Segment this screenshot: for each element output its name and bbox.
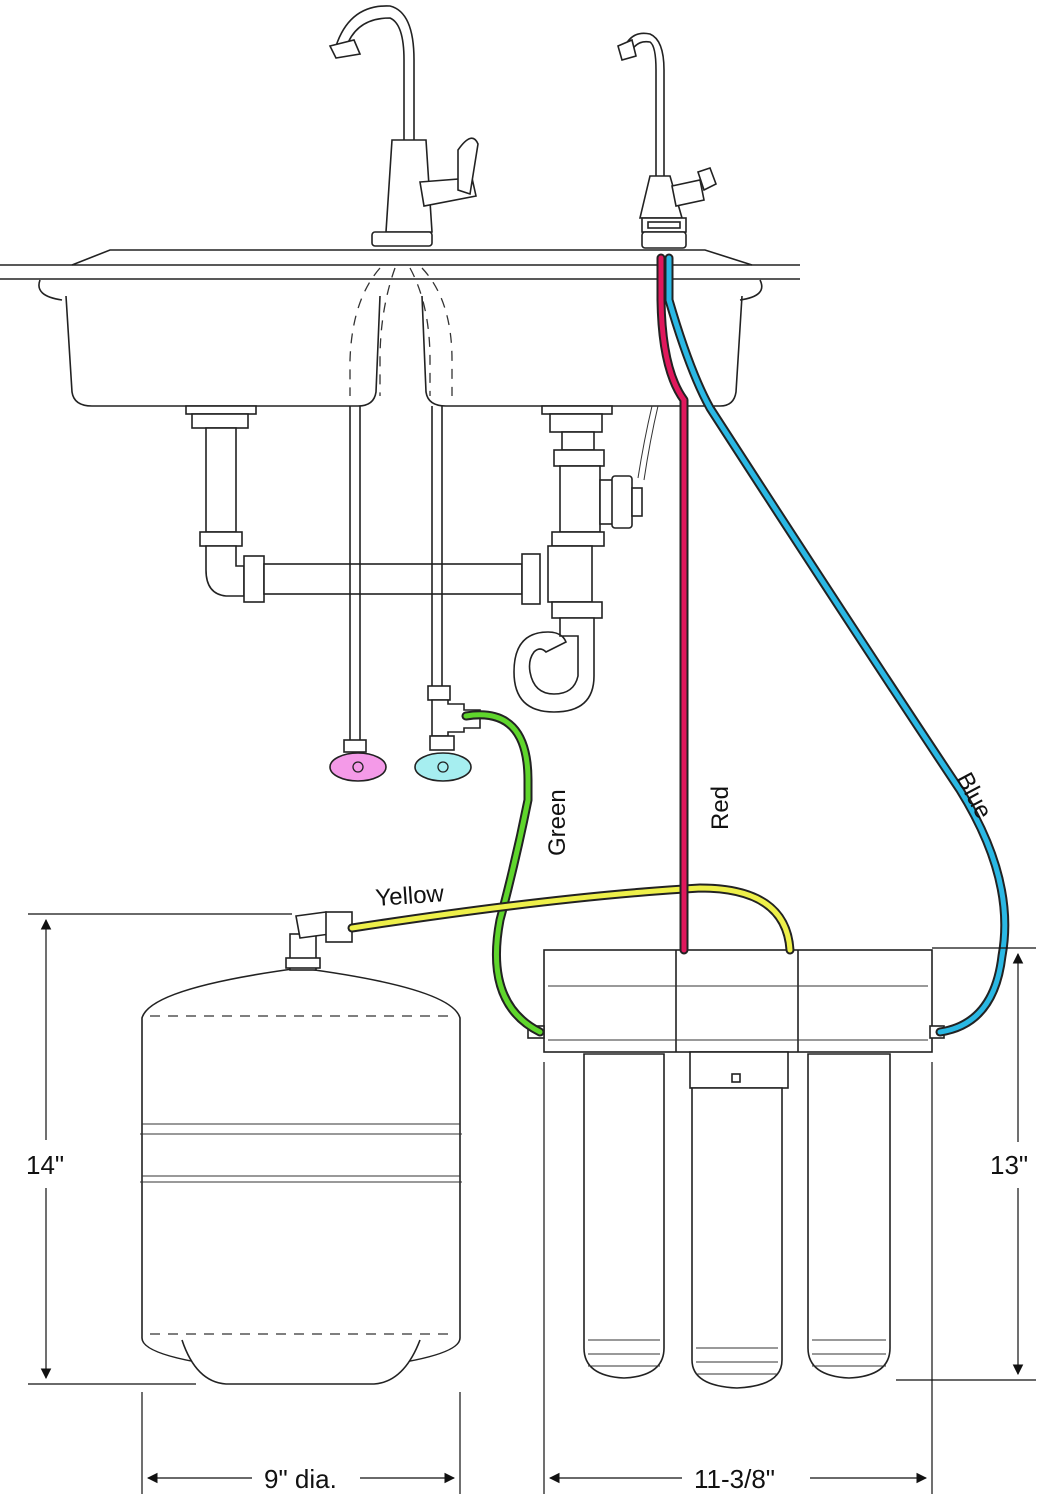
filter-assembly [527,949,945,1389]
hot-water-valve[interactable] [329,752,387,782]
cold-valve-stem [437,761,449,773]
drain-plumbing [191,405,659,713]
ro-faucet [617,32,718,249]
red-tube [658,255,687,953]
hot-valve-stem [352,761,364,773]
tank-height-label: 14" [26,1150,64,1180]
storage-tank [140,911,462,1385]
filter-width-label: 11-3/8" [694,1464,775,1494]
tank-diameter-label: 9" dia. [264,1464,337,1494]
kitchen-faucet [328,5,479,247]
yellow-tube-label: Yellow [375,880,446,912]
sink [38,249,763,415]
green-tube-label: Green [544,789,571,856]
cold-water-valve[interactable] [414,752,472,782]
green-tube [463,712,543,1035]
filter-height-label: 13" [990,1150,1028,1180]
dimension-lines [28,913,1036,1494]
yellow-tube [349,885,793,953]
red-tube-label: Red [707,786,734,830]
blue-tube [666,255,1008,1035]
blue-tube-label: Blue [951,768,997,823]
countertop [0,264,800,280]
water-supply [343,406,481,753]
